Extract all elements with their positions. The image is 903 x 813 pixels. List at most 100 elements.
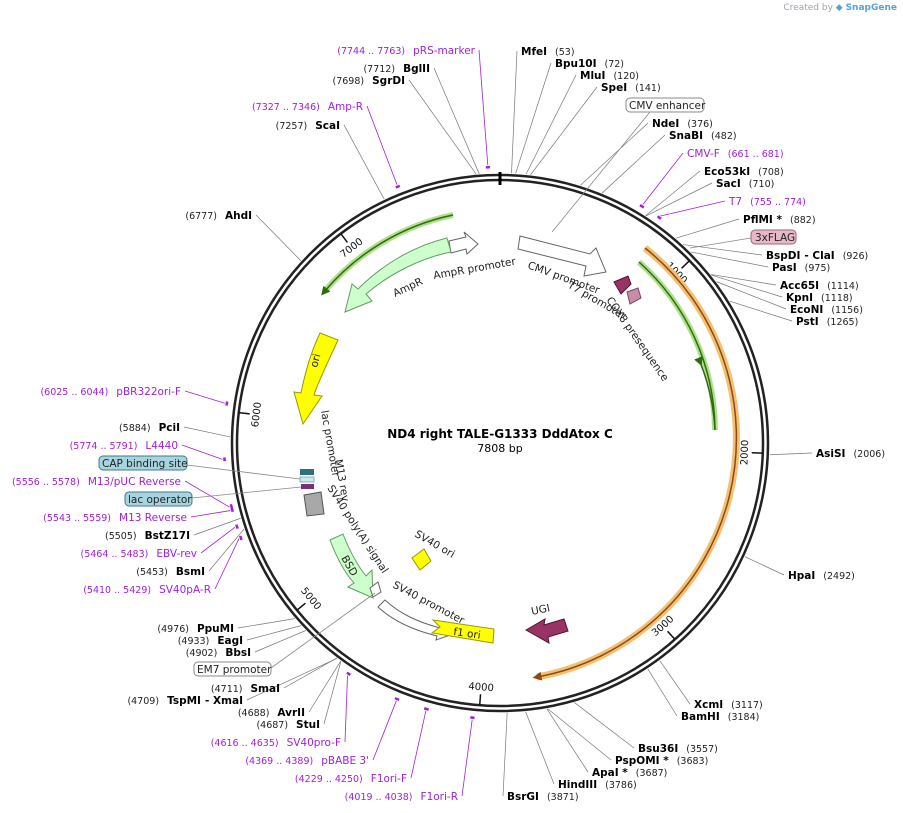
credit-prefix: Created by — [783, 3, 833, 13]
ruler-tick-1000 — [681, 260, 691, 269]
callout-cap-leader — [186, 464, 301, 480]
primer-label: (5464 .. 5483)EBV-rev — [81, 548, 198, 560]
enzyme-label: BsrGI(3871) — [507, 791, 579, 803]
lac-feature-2 — [299, 476, 315, 483]
enzyme-label: NdeI(376) — [652, 118, 713, 130]
enzyme-name: StuI — [296, 719, 320, 731]
enzyme-leader — [711, 274, 783, 298]
enzyme-name: PstI — [796, 316, 819, 328]
ruler-label-6000: 6000 — [250, 401, 264, 428]
primer-leader — [344, 675, 348, 743]
enzyme-name: AhdI — [225, 210, 252, 222]
enzyme-label: (4687)StuI — [256, 719, 320, 731]
enzyme-position: (4976) — [157, 624, 189, 635]
primer-leader — [200, 526, 236, 554]
enzyme-leader — [683, 244, 763, 256]
primer-name: M13 Reverse — [119, 512, 187, 524]
enzyme-position: (975) — [805, 263, 831, 274]
primer-mark — [225, 401, 229, 406]
green-arc-small — [694, 356, 716, 431]
enzyme-label: ApaI *(3687) — [592, 767, 667, 779]
primer-name: L4440 — [145, 440, 178, 452]
enzyme-name: HpaI — [788, 570, 815, 582]
enzyme-leader — [208, 528, 245, 572]
primer-leader — [214, 538, 240, 590]
callout-em7-leader — [270, 592, 376, 669]
enzyme-name: Eco53kI — [704, 166, 750, 178]
enzyme-name: SmaI — [251, 683, 281, 695]
enzyme-label: (5453)BsmI — [136, 566, 205, 578]
enzyme-leader — [574, 702, 635, 749]
cox8-arrow — [613, 275, 632, 295]
enzyme-name: BsmI — [176, 566, 205, 578]
snapgene-credit: Created by ◆ SnapGene — [783, 3, 897, 13]
enzyme-leader — [580, 122, 649, 186]
primer-range: (4019 .. 4038) — [345, 792, 413, 803]
primer-leader — [478, 49, 489, 166]
primer-label: (6025 .. 6044)pBR322ori-F — [40, 386, 181, 398]
enzyme-label: (7698)SgrDI — [333, 75, 405, 87]
plasmid-length: 7808 bp — [477, 442, 522, 455]
enzyme-position: (1118) — [821, 293, 853, 304]
enzyme-position: (4688) — [238, 708, 270, 719]
primer-name: CMV-F — [687, 148, 720, 160]
enzyme-name: SgrDI — [372, 75, 405, 87]
ruler-tick-7000 — [340, 233, 349, 243]
enzyme-position: (3683) — [677, 756, 709, 767]
ruler-label-4000: 4000 — [468, 681, 494, 694]
enzyme-name: PflMI * — [743, 214, 782, 226]
enzyme-label: XcmI(3117) — [694, 699, 763, 711]
primer-range: (5774 .. 5791) — [70, 441, 138, 452]
primer-range: (4616 .. 4635) — [211, 738, 279, 749]
primer-leader — [660, 200, 726, 217]
callout-em7-promoter-text: EM7 promoter — [197, 664, 272, 676]
enzyme-label: (4711)SmaI — [211, 683, 280, 695]
enzyme-name: Bpu10I — [555, 58, 597, 70]
primer-name: T7 — [728, 196, 742, 208]
label-ugi: UGI — [530, 602, 551, 618]
enzyme-label: HpaI(2492) — [788, 570, 855, 582]
enzyme-name-2: - XmaI — [205, 695, 243, 707]
ruler-tick-6000 — [238, 411, 250, 415]
primer-leader — [410, 710, 427, 779]
label-ori: ori — [308, 352, 323, 368]
callout-lac-operator: lac operator — [124, 491, 193, 507]
callout-3xflag-text: 3xFLAG — [755, 232, 795, 244]
primer-label: (4229 .. 4250)F1ori-F — [295, 773, 407, 785]
enzyme-position: (4933) — [178, 636, 210, 647]
label-sv40-polya: SV40 poly(A) signal — [324, 483, 390, 576]
enzyme-name: BglII — [403, 63, 430, 75]
enzyme-leader — [255, 214, 302, 261]
primer-range: (755 .. 774) — [750, 197, 806, 208]
primer-name: SV40pro-F — [287, 737, 341, 749]
enzyme-label: (7712)BglII — [363, 63, 430, 75]
primer-range: (6025 .. 6044) — [40, 387, 108, 398]
primer-leader — [184, 480, 230, 508]
enzyme-position: (4709) — [127, 696, 159, 707]
f1-ori-arrow — [430, 619, 495, 644]
orange-cds-arc-core — [532, 247, 738, 681]
primer-mark — [235, 524, 239, 530]
ruler-label-2000: 2000 — [739, 440, 751, 466]
primer-label: T7 (755 .. 774) — [728, 196, 806, 208]
enzyme-label: SpeI(141) — [601, 82, 661, 94]
primer-mark — [423, 707, 429, 711]
enzyme-leader — [515, 62, 552, 174]
enzyme-leader — [601, 134, 666, 194]
snapgene-logo-icon: ◆ — [835, 3, 843, 13]
enzyme-label: PspOMI *(3683) — [615, 755, 708, 767]
enzyme-name: Bsu36I — [638, 743, 678, 755]
enzyme-name: BsrGI — [507, 791, 539, 803]
enzyme-leader — [246, 625, 302, 641]
enzyme-position: (708) — [758, 167, 784, 178]
ugi-arrow — [524, 618, 569, 644]
primer-range: (7744 .. 7763) — [337, 46, 405, 57]
primer-label: CMV-F(661 .. 681) — [687, 148, 784, 160]
enzyme-leader — [237, 618, 295, 629]
label-cox8-presequence: COX8 presequence — [604, 295, 671, 384]
enzyme-label: (5505)BstZ17I — [105, 530, 190, 542]
enzyme-leader — [525, 74, 577, 175]
enzyme-name: PciI — [159, 422, 180, 434]
enzyme-leader — [283, 657, 337, 689]
primer-range: (5464 .. 5483) — [81, 549, 149, 560]
